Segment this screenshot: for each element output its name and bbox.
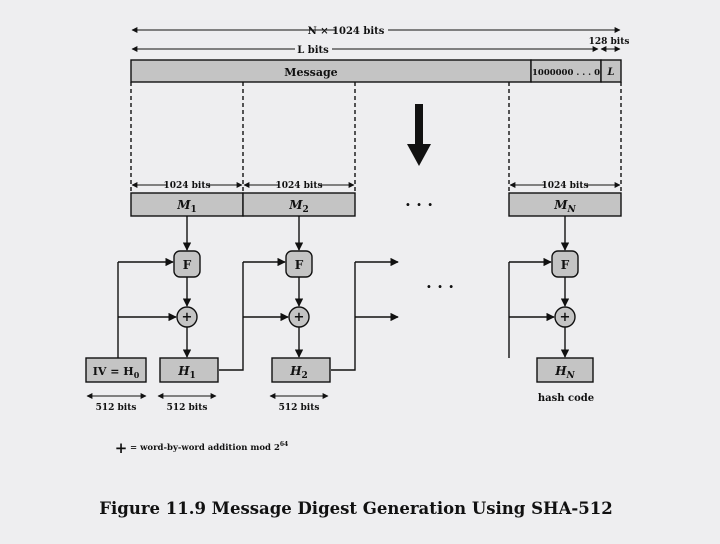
- hash-h1: H1: [159, 357, 219, 383]
- iv-subscript: 0: [134, 370, 140, 380]
- legend-exponent: 64: [280, 441, 288, 448]
- message-length-dimension: L bits: [131, 45, 599, 56]
- block1-dimension: 1024 bits: [131, 181, 243, 191]
- adder-label-1: +: [182, 310, 193, 325]
- m2-letter: M: [288, 198, 303, 212]
- length-field-segment: [600, 59, 622, 83]
- svg-text:IV = H0: IV = H0: [93, 365, 140, 380]
- f-label-2: F: [295, 258, 304, 272]
- legend-symbol: +: [115, 439, 128, 457]
- block-mn: MN: [508, 192, 622, 217]
- adder-label-n: +: [560, 310, 571, 325]
- block-ellipsis: . . .: [405, 191, 433, 210]
- hash-h2: H2: [271, 357, 331, 383]
- m1-letter: M: [176, 198, 191, 212]
- iv-text: IV = H: [93, 365, 134, 378]
- stage-n: F +: [508, 216, 579, 358]
- h1-size-label: 512 bits: [167, 403, 208, 413]
- block-m2: M2: [242, 192, 356, 217]
- hn-subscript: N: [566, 371, 576, 381]
- block2-size-label: 1024 bits: [275, 181, 322, 191]
- block2-dimension: 1024 bits: [243, 181, 355, 191]
- padding-label: 1000000 . . . 0: [532, 68, 600, 78]
- figure-caption: Figure 11.9 Message Digest Generation Us…: [99, 499, 612, 518]
- message-label: Message: [284, 66, 337, 79]
- block-m1: M1: [130, 192, 244, 217]
- h2-size-label: 512 bits: [279, 403, 320, 413]
- h1-dimension: 512 bits: [157, 393, 217, 413]
- adder-label-2: +: [294, 310, 305, 325]
- svg-text:HN: HN: [554, 364, 575, 381]
- message-length-label: L bits: [297, 45, 329, 56]
- f-label-1: F: [183, 258, 192, 272]
- h2-dimension: 512 bits: [269, 393, 329, 413]
- hash-iv: IV = H0: [85, 357, 147, 383]
- svg-text:M2: M2: [288, 198, 309, 215]
- lenfield-label: 128 bits: [589, 37, 630, 47]
- length-field-label: L: [606, 67, 614, 78]
- svg-text:H2: H2: [289, 364, 308, 381]
- hn-letter: H: [554, 364, 567, 378]
- stage-1: F +: [117, 216, 201, 358]
- mn-subscript: N: [567, 205, 577, 215]
- m2-subscript: 2: [303, 205, 309, 215]
- legend-text: = word-by-word addition mod 2: [130, 443, 280, 453]
- h2-letter: H: [289, 364, 302, 378]
- h2-subscript: 2: [302, 371, 308, 381]
- stage-2: F +: [219, 216, 313, 371]
- h1-letter: H: [177, 364, 190, 378]
- message-bar: Message 1000000 . . . 0 L: [130, 59, 622, 83]
- total-length-label: N × 1024 bits: [308, 26, 385, 37]
- blockN-dimension: 1024 bits: [509, 181, 621, 191]
- m1-subscript: 1: [191, 205, 197, 215]
- mn-letter: M: [553, 198, 568, 212]
- big-down-arrow: [407, 104, 431, 166]
- blockN-size-label: 1024 bits: [541, 181, 588, 191]
- stage-ellipsis: . . .: [426, 273, 454, 292]
- iv-size-label: 512 bits: [96, 403, 137, 413]
- f-label-n: F: [561, 258, 570, 272]
- partition-lines: [130, 82, 622, 192]
- iv-dimension: 512 bits: [86, 393, 147, 413]
- svg-text:H1: H1: [177, 364, 196, 381]
- hash-code-label: hash code: [538, 393, 594, 404]
- block1-size-label: 1024 bits: [163, 181, 210, 191]
- svg-text:MN: MN: [553, 198, 576, 215]
- svg-text:M1: M1: [176, 198, 197, 215]
- h1-subscript: 1: [190, 371, 196, 381]
- total-length-dimension: N × 1024 bits: [131, 26, 621, 37]
- hash-hn: HN: [536, 357, 594, 383]
- legend: + = word-by-word addition mod 264: [115, 439, 289, 457]
- lenfield-dimension: 128 bits: [589, 37, 630, 52]
- stage-2-output: [331, 257, 399, 371]
- svg-text:= word-by-word addition mod 26: = word-by-word addition mod 264: [130, 441, 288, 453]
